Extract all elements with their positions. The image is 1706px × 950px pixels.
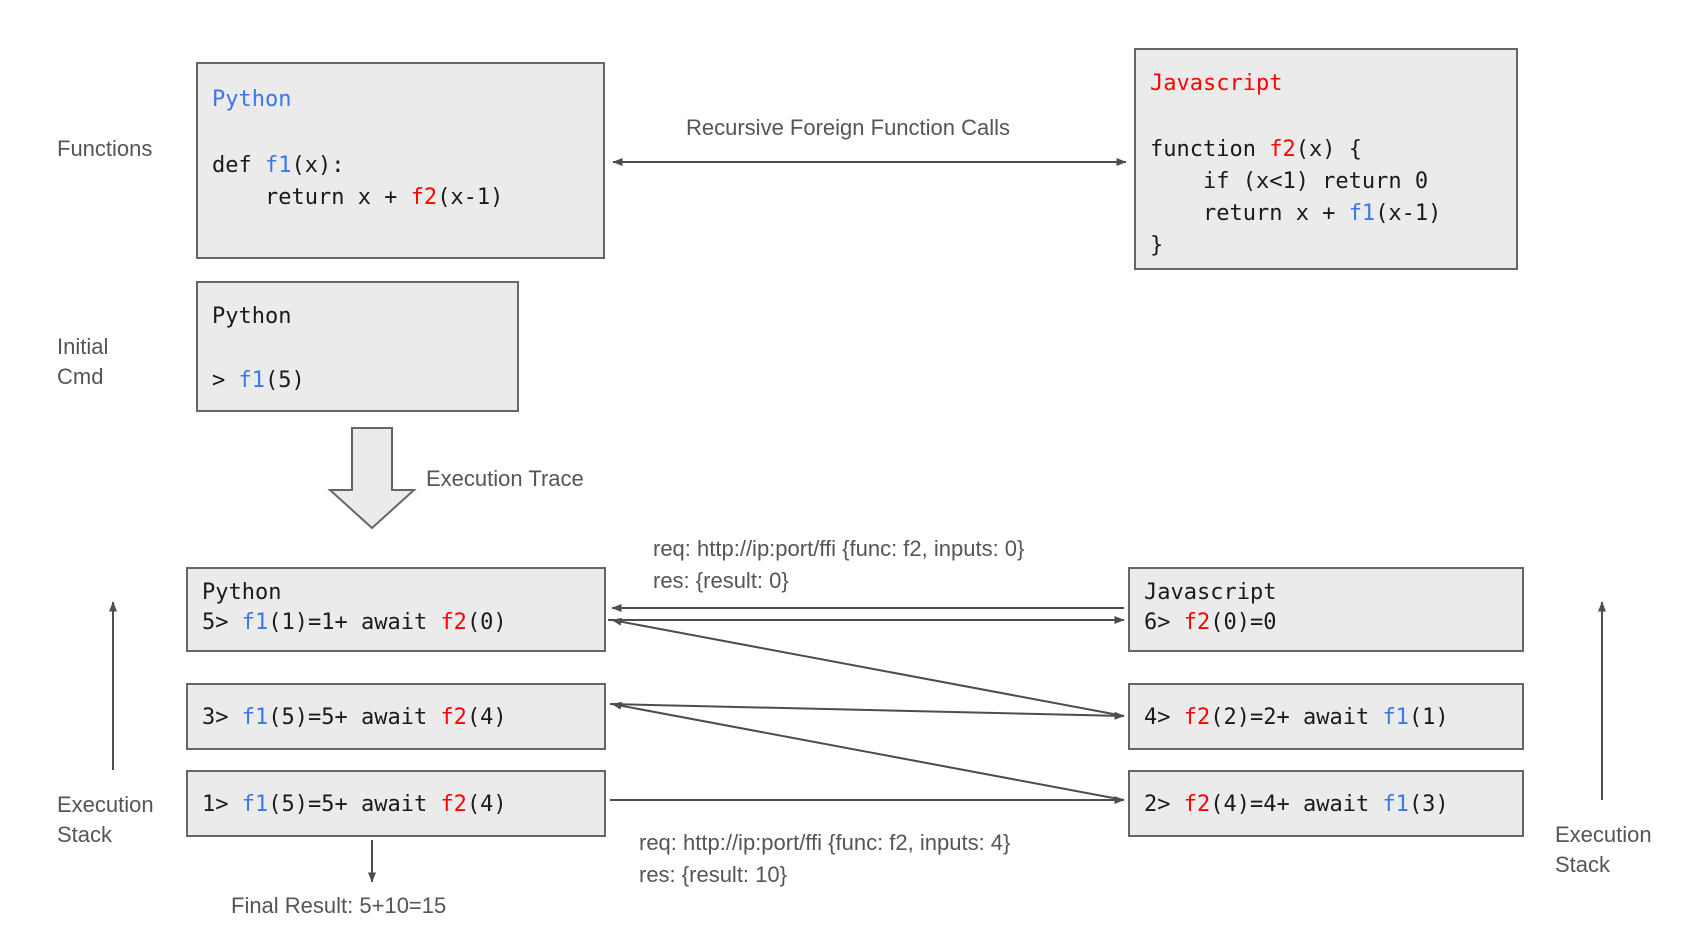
- python-stack-frame-5-index: 5>: [202, 610, 242, 635]
- python-stack-frame-5: Python 5> f1(1)=1+ await f2(0): [186, 567, 606, 652]
- javascript-stack-frame-2-fn2: f1: [1382, 792, 1409, 817]
- python-stack-frame-3-index: 3>: [202, 705, 242, 730]
- javascript-stack-frame-4: 4> f2(2)=2+ await f1(1): [1128, 683, 1524, 750]
- python-stack-frame-1-fn2: f2: [440, 792, 467, 817]
- javascript-stack-frame-4-fn2: f1: [1382, 705, 1409, 730]
- javascript-box-title: Javascript: [1150, 71, 1283, 96]
- javascript-stack-frame-2-mid: (4)=4+ await: [1210, 792, 1383, 817]
- call-arrow-f1-5-to-f2-4-upper: [609, 703, 1125, 720]
- python-stack-frame-1: 1> f1(5)=5+ await f2(4): [186, 770, 606, 837]
- row-label-initial-cmd: Initial Cmd: [57, 334, 109, 389]
- python-box-title: Python: [212, 87, 292, 112]
- bottom-request-label: req: http://ip:port/ffi {func: f2, input…: [639, 830, 1011, 855]
- javascript-code-line-1: function f2(x) {: [1150, 134, 1362, 166]
- javascript-stack-frame-6-line: 6> f2(0)=0: [1144, 607, 1276, 639]
- javascript-code-f2-name: f2: [1269, 137, 1296, 162]
- initial-cmd-line: > f1(5): [212, 365, 305, 397]
- recursive-ffi-label: Recursive Foreign Function Calls: [686, 115, 1011, 140]
- initial-cmd-prompt: >: [212, 368, 239, 393]
- python-functions-box: Python def f1(x): return x + f2(x-1): [196, 62, 605, 259]
- python-stack-frame-3-fn2: f2: [440, 705, 467, 730]
- javascript-code-f1-args: (x-1): [1375, 201, 1442, 226]
- javascript-stack-frame-2: 2> f2(4)=4+ await f1(3): [1128, 770, 1524, 837]
- initial-cmd-call-name: f1: [238, 368, 266, 393]
- row-label-functions: Functions: [57, 136, 153, 161]
- final-result-label: Final Result: 5+10=15: [231, 893, 447, 918]
- python-stack-frame-1-line: 1> f1(5)=5+ await f2(4): [202, 789, 507, 821]
- call-arrow-f2-2-to-f1-1: [611, 617, 1125, 717]
- return-arrow-f2-4-result: [611, 701, 1125, 801]
- python-stack-frame-5-fn2: f2: [440, 610, 467, 635]
- javascript-stack-frame-6: Javascript 6> f2(0)=0: [1128, 567, 1524, 652]
- top-request-label: req: http://ip:port/ffi {func: f2, input…: [653, 536, 1025, 561]
- javascript-stack-frame-4-index: 4>: [1144, 705, 1184, 730]
- bottom-response-label: res: {result: 10}: [639, 862, 787, 887]
- execution-trace-label: Execution Trace: [426, 466, 584, 491]
- python-stack-frame-3-line: 3> f1(5)=5+ await f2(4): [202, 702, 507, 734]
- python-code-line-2: return x + f2(x-1): [212, 182, 503, 214]
- javascript-stack-frame-4-fn: f2: [1183, 705, 1211, 730]
- python-code-f2-args: (x-1): [437, 185, 504, 210]
- python-stack-frame-3: 3> f1(5)=5+ await f2(4): [186, 683, 606, 750]
- initial-cmd-box: Python > f1(5): [196, 281, 519, 412]
- javascript-stack-frame-2-fn: f2: [1183, 792, 1211, 817]
- javascript-functions-box: Javascript function f2(x) { if (x<1) ret…: [1134, 48, 1518, 270]
- row-label-execution-stack-left: Execution Stack: [57, 792, 154, 847]
- row-label-execution-stack-right: Execution Stack: [1555, 822, 1652, 877]
- javascript-stack-frame-4-line: 4> f2(2)=2+ await f1(1): [1144, 702, 1449, 734]
- javascript-code-line-2: if (x<1) return 0: [1150, 169, 1429, 194]
- python-stack-frame-5-title: Python: [202, 580, 282, 605]
- javascript-stack-frame-6-title: Javascript: [1144, 580, 1277, 605]
- javascript-stack-frame-4-mid: (2)=2+ await: [1210, 705, 1383, 730]
- javascript-stack-frame-2-line: 2> f2(4)=4+ await f1(3): [1144, 789, 1449, 821]
- javascript-stack-frame-2-index: 2>: [1144, 792, 1184, 817]
- python-stack-frame-3-tail: (4): [466, 705, 507, 730]
- python-stack-frame-1-index: 1>: [202, 792, 242, 817]
- python-stack-frame-5-mid: (1)=1+ await: [268, 610, 441, 635]
- javascript-stack-frame-2-tail: (3): [1408, 792, 1449, 817]
- execution-trace-block-arrow: [327, 427, 417, 530]
- python-stack-frame-5-fn: f1: [241, 610, 269, 635]
- python-code-f1-name: f1: [264, 153, 292, 178]
- initial-cmd-call-args: (5): [265, 368, 305, 393]
- python-stack-frame-1-fn: f1: [241, 792, 269, 817]
- javascript-stack-frame-6-mid: (0)=0: [1210, 610, 1277, 635]
- python-stack-frame-3-mid: (5)=5+ await: [268, 705, 441, 730]
- python-code-f1-args: (x):: [291, 153, 345, 178]
- javascript-code-function-keyword: function: [1150, 137, 1270, 162]
- javascript-stack-frame-6-fn: f2: [1183, 610, 1211, 635]
- javascript-stack-frame-4-tail: (1): [1408, 705, 1449, 730]
- python-stack-frame-3-fn: f1: [241, 705, 269, 730]
- python-stack-frame-5-line: 5> f1(1)=1+ await f2(0): [202, 607, 507, 639]
- javascript-stack-frame-6-index: 6>: [1144, 610, 1184, 635]
- python-code-f2-call: f2: [410, 185, 438, 210]
- javascript-code-f2-args: (x) {: [1295, 137, 1362, 162]
- javascript-code-line-4: }: [1150, 233, 1164, 258]
- python-stack-frame-5-tail: (0): [466, 610, 507, 635]
- python-stack-frame-1-mid: (5)=5+ await: [268, 792, 441, 817]
- python-stack-frame-1-tail: (4): [466, 792, 507, 817]
- javascript-code-f1-call: f1: [1348, 201, 1376, 226]
- top-response-label: res: {result: 0}: [653, 568, 789, 593]
- javascript-code-return-expr: return x +: [1150, 201, 1349, 226]
- python-code-def-keyword: def: [212, 153, 265, 178]
- javascript-code-line-3: return x + f1(x-1): [1150, 198, 1441, 230]
- python-code-return-expr: return x +: [212, 185, 411, 210]
- python-code-line-1: def f1(x):: [212, 150, 344, 182]
- initial-cmd-title: Python: [212, 304, 292, 329]
